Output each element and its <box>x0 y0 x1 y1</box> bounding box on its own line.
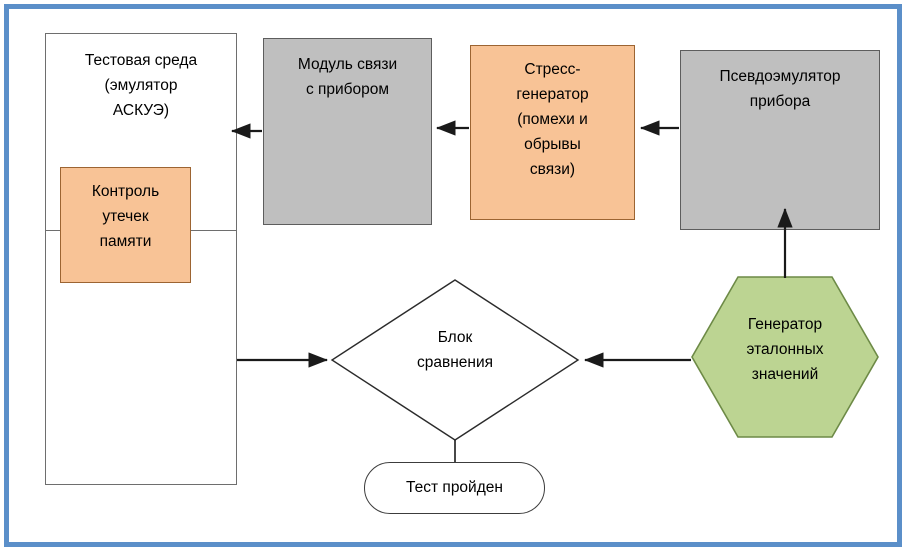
node-communication-module-label: Модуль связи с прибором <box>297 56 398 99</box>
connector-stub-left <box>46 230 60 232</box>
node-pseudo-emulator-label: Псевдоэмулятор прибора <box>719 68 841 111</box>
node-pseudo-emulator[interactable]: Псевдоэмулятор прибора <box>680 50 880 230</box>
node-test-environment-label: Тестовая среда (эмулятор АСКУЭ) <box>84 52 198 120</box>
node-comparison-block-label: Блок сравнения <box>416 329 494 372</box>
node-memory-leak-control[interactable]: Контроль утечек памяти <box>60 167 191 283</box>
node-memory-leak-control-label: Контроль утечек памяти <box>91 183 160 251</box>
node-communication-module[interactable]: Модуль связи с прибором <box>263 38 432 225</box>
node-test-passed[interactable]: Тест пройден <box>364 462 545 514</box>
node-stress-generator-label: Стресс- генератор (помехи и обрывы связи… <box>516 61 589 179</box>
node-reference-generator[interactable] <box>690 275 880 440</box>
node-test-passed-label: Тест пройден <box>406 479 503 497</box>
node-reference-generator-label: Генератор эталонных значений <box>746 316 824 384</box>
reference-generator-hexagon-shape <box>691 276 879 438</box>
connector-stub-right <box>190 230 236 232</box>
node-stress-generator[interactable]: Стресс- генератор (помехи и обрывы связи… <box>470 45 635 220</box>
